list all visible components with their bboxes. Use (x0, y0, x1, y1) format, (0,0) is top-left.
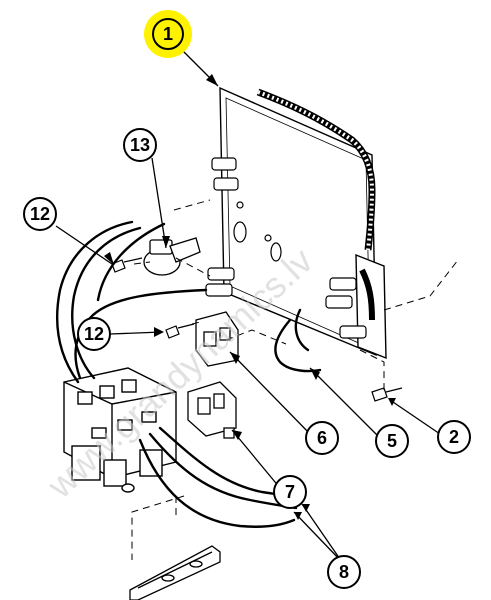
callout-5: 5 (375, 424, 409, 458)
callout-label: 2 (449, 427, 459, 447)
callout-13: 13 (123, 128, 157, 162)
callout-label: 12 (30, 204, 50, 224)
part-7 (187, 381, 237, 439)
callout-8: 8 (327, 555, 361, 589)
callout-12-upper: 12 (23, 197, 57, 231)
callout-label: 5 (387, 431, 397, 451)
callout-6: 6 (305, 421, 339, 455)
callout-label: 12 (84, 324, 104, 344)
sensor-13 (143, 237, 201, 276)
callout-12-lower: 12 (77, 317, 111, 351)
callout-2: 2 (437, 420, 471, 454)
callout-label: 13 (130, 135, 150, 155)
arrowheads (104, 74, 396, 520)
coiled-harness (256, 88, 376, 321)
contactor (63, 367, 177, 493)
wire-harnesses (56, 220, 322, 528)
callout-label: 7 (285, 482, 295, 502)
callout-7: 7 (273, 475, 307, 509)
callout-label: 6 (317, 428, 327, 448)
board-terminals (205, 157, 367, 339)
relay-base-6 (195, 311, 239, 367)
din-rail (129, 545, 221, 600)
screw-2 (371, 387, 403, 402)
callout-label: 8 (339, 562, 349, 582)
callout-label: 1 (163, 24, 173, 44)
callout-1: 1 (144, 10, 192, 58)
